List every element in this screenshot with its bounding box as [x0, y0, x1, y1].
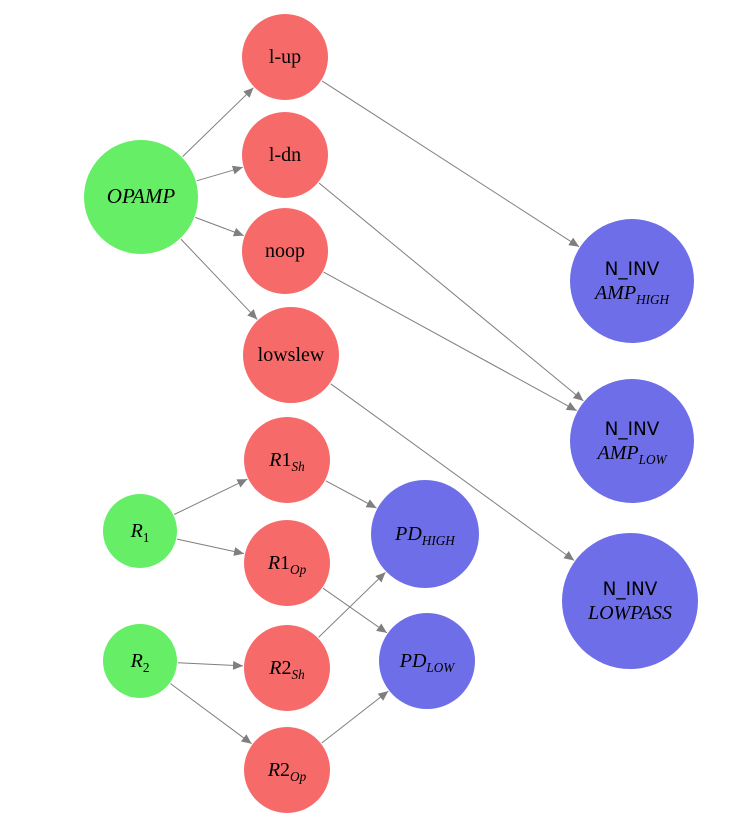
- edge-r1-to-r1op: [176, 538, 245, 556]
- node-opamp: OPAMP: [84, 140, 198, 254]
- node-r1op: R1Op: [244, 520, 330, 606]
- edge-r2op-to-pdlow: [321, 690, 389, 744]
- node-label: N_INV: [602, 578, 658, 600]
- edge-opamp-to-l-dn: [196, 165, 243, 182]
- node-label: l-up: [268, 46, 302, 68]
- edge-opamp-to-noop: [195, 216, 244, 237]
- node-label: OPAMP: [106, 184, 176, 209]
- node-pdlow: PDLOW: [379, 613, 475, 709]
- node-label: R1: [130, 520, 150, 545]
- edge-r1op-to-pdlow: [322, 587, 388, 634]
- edge-l-up-to-amphigh: [321, 80, 580, 248]
- node-pdhigh: PDHIGH: [371, 480, 479, 588]
- edge-r1-to-r1sh: [173, 478, 248, 515]
- node-r1sh: R1Sh: [244, 417, 330, 503]
- node-r1: R1: [103, 494, 177, 568]
- node-l-dn: l-dn: [242, 112, 328, 198]
- node-label: AMPHIGH: [594, 282, 670, 308]
- edge-r2sh-to-pdhigh: [318, 571, 386, 638]
- edge-r1sh-to-pdhigh: [325, 480, 377, 509]
- edge-noop-to-amplow: [323, 271, 577, 412]
- edge-r2-to-r2op: [170, 683, 252, 745]
- edge-l-dn-to-amplow: [318, 182, 584, 402]
- node-l-up: l-up: [242, 14, 328, 100]
- node-label: l-dn: [268, 144, 302, 166]
- node-label: R2Op: [267, 759, 307, 784]
- node-r2: R2: [103, 624, 177, 698]
- edge-r2-to-r2sh: [177, 660, 244, 670]
- node-label: N_INV: [604, 258, 660, 280]
- node-label: lowslew: [257, 344, 325, 366]
- node-label: AMPLOW: [597, 442, 667, 468]
- node-r2sh: R2Sh: [244, 625, 330, 711]
- node-label: PDLOW: [399, 650, 455, 675]
- node-label: N_INV: [604, 418, 660, 440]
- node-noop: noop: [242, 208, 328, 294]
- node-r2op: R2Op: [244, 727, 330, 813]
- node-label: R1Sh: [269, 449, 305, 474]
- node-label: R2Sh: [269, 657, 305, 682]
- node-label: R1Op: [267, 552, 307, 577]
- node-label: LOWPASS: [587, 602, 673, 625]
- node-lowslew: lowslew: [243, 307, 339, 403]
- node-label: noop: [265, 240, 305, 262]
- node-label: PDHIGH: [395, 523, 455, 548]
- node-label: R2: [130, 650, 150, 675]
